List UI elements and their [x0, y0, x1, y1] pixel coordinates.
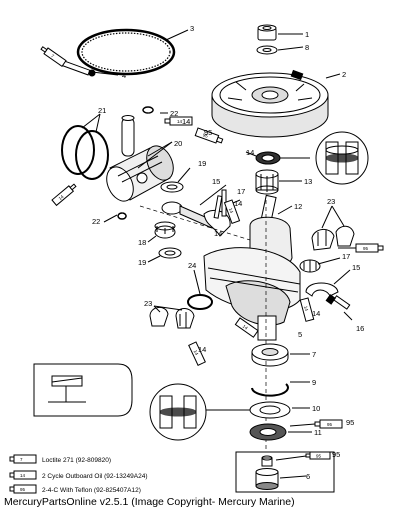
svg-text:95: 95 [327, 422, 333, 427]
callout-number: 19 [198, 159, 206, 168]
callout-number: 95 [204, 128, 212, 137]
callout-number: 24 [188, 261, 196, 270]
upper-roller-bearing[interactable] [255, 169, 279, 195]
oil-tube: 14 [299, 297, 315, 322]
callout-number: 14 [312, 309, 320, 318]
callout-number: 12 [294, 202, 302, 211]
legend: 7 Loctite 271 (92-809820) 14 2 Cycle Out… [9, 454, 148, 494]
thrust-washer[interactable] [160, 181, 184, 193]
loctite-tube: 7 [40, 46, 67, 68]
callout-number: 14 [234, 199, 242, 208]
piston-pin[interactable] [121, 115, 135, 157]
piston-rings[interactable] [61, 125, 109, 180]
callout-number: 18 [138, 238, 146, 247]
callout-number: 8 [305, 43, 309, 52]
detail-inset-lower-left [33, 363, 133, 417]
callout-number: 15 [352, 263, 360, 272]
svg-text:7: 7 [20, 457, 23, 462]
copyright-footer: MercuryPartsOnline v2.5.1 (Image Copyrig… [4, 496, 295, 508]
cap-bolt[interactable] [325, 294, 351, 310]
oil-tube: 14 [234, 317, 259, 338]
crankshaft[interactable] [203, 194, 301, 341]
svg-text:14: 14 [177, 119, 183, 124]
center-bearing[interactable] [299, 259, 321, 273]
piston[interactable] [102, 142, 179, 206]
svg-text:2 Cycle Outboard Oil (92-13249: 2 Cycle Outboard Oil (92-13249A24) [42, 473, 148, 480]
callout-number: 95 [332, 450, 340, 459]
legend-item: 7 Loctite 271 (92-809820) [9, 454, 111, 464]
crankpin-bearing[interactable] [149, 307, 195, 329]
legend-item: 14 2 Cycle Outboard Oil (92-13249A24) [9, 470, 148, 480]
callout-number: 14 [182, 117, 190, 126]
crankpin-bearing[interactable] [311, 225, 355, 251]
callout-number: 1 [305, 30, 309, 39]
callout-number: 10 [312, 404, 320, 413]
callout-number: 14 [214, 229, 222, 238]
oil-tube: 14 [188, 341, 206, 366]
callout-number: 23 [144, 299, 152, 308]
callout-number: 6 [306, 472, 310, 481]
svg-text:14: 14 [193, 349, 200, 356]
lower-oil-seal[interactable] [249, 423, 287, 441]
oil-tube: 14 [223, 199, 241, 225]
crank-seal-ring[interactable] [187, 294, 213, 310]
svg-text:14: 14 [303, 305, 309, 312]
thrust-washer[interactable] [158, 247, 182, 259]
callout-number: 95 [346, 418, 354, 427]
callout-number: 15 [212, 177, 220, 186]
callout-number: 9 [312, 378, 316, 387]
flywheel-washer[interactable] [256, 45, 278, 55]
callout-number: 14 [246, 148, 254, 157]
callout-number: 3 [190, 24, 194, 33]
rod-cap[interactable] [305, 282, 339, 297]
callout-number: 4 [122, 71, 126, 80]
detail-inset-upper [315, 131, 369, 185]
connecting-rod[interactable] [161, 201, 231, 237]
oil-tube: 14 [164, 116, 193, 126]
callout-number: 21 [98, 106, 106, 115]
callout-number: 23 [327, 197, 335, 206]
upper-seal[interactable] [255, 151, 281, 165]
callout-number: 17 [342, 252, 350, 261]
lower-main-bearing[interactable] [251, 343, 289, 367]
callout-number: 20 [174, 139, 182, 148]
svg-text:95: 95 [316, 454, 322, 459]
tube-code: 7 [50, 53, 55, 59]
callout-number: 19 [138, 258, 146, 267]
svg-text:14: 14 [20, 473, 26, 478]
callout-number: 13 [304, 177, 312, 186]
flywheel-nut[interactable] [257, 24, 277, 41]
oil-tube: 14 [51, 183, 77, 207]
flywheel[interactable] [211, 69, 329, 138]
detail-inset-lower [149, 383, 207, 441]
svg-text:14: 14 [228, 207, 235, 214]
grease-tube: 95 [305, 451, 331, 460]
snap-ring[interactable] [251, 383, 289, 397]
callout-number: 11 [314, 428, 322, 437]
svg-text:2-4-C With Teflon (92-825407A: 2-4-C With Teflon (92-825407A12) [42, 487, 141, 494]
callout-number: 16 [356, 324, 364, 333]
callout-number: 17 [237, 187, 245, 196]
svg-text:95: 95 [363, 246, 369, 251]
callout-number: 22 [92, 217, 100, 226]
grease-tube: 95 [194, 127, 224, 144]
seal-carrier-ring[interactable] [249, 401, 291, 419]
svg-text:95: 95 [202, 132, 209, 139]
legend-item: 95 2-4-C With Teflon (92-825407A12) [9, 484, 141, 494]
callout-number: 5 [298, 330, 302, 339]
grease-tube: 95 [355, 243, 384, 253]
callout-number: 2 [342, 70, 346, 79]
ring-gear[interactable] [76, 28, 176, 76]
svg-text:14: 14 [242, 324, 249, 331]
svg-text:95: 95 [20, 487, 26, 492]
callout-number: 22 [170, 109, 178, 118]
svg-text:14: 14 [58, 194, 65, 201]
rod-roller-cage[interactable] [154, 221, 176, 239]
callout-number: 7 [312, 350, 316, 359]
callout-number: 14 [198, 345, 206, 354]
grease-tube: 95 [314, 419, 343, 429]
svg-text:Loctite 271 (92-809820): Loctite 271 (92-809820) [42, 457, 111, 464]
callout-labels: 1 8 3 2 4 22 21 14 95 20 19 15 14 13 17 … [92, 24, 364, 481]
